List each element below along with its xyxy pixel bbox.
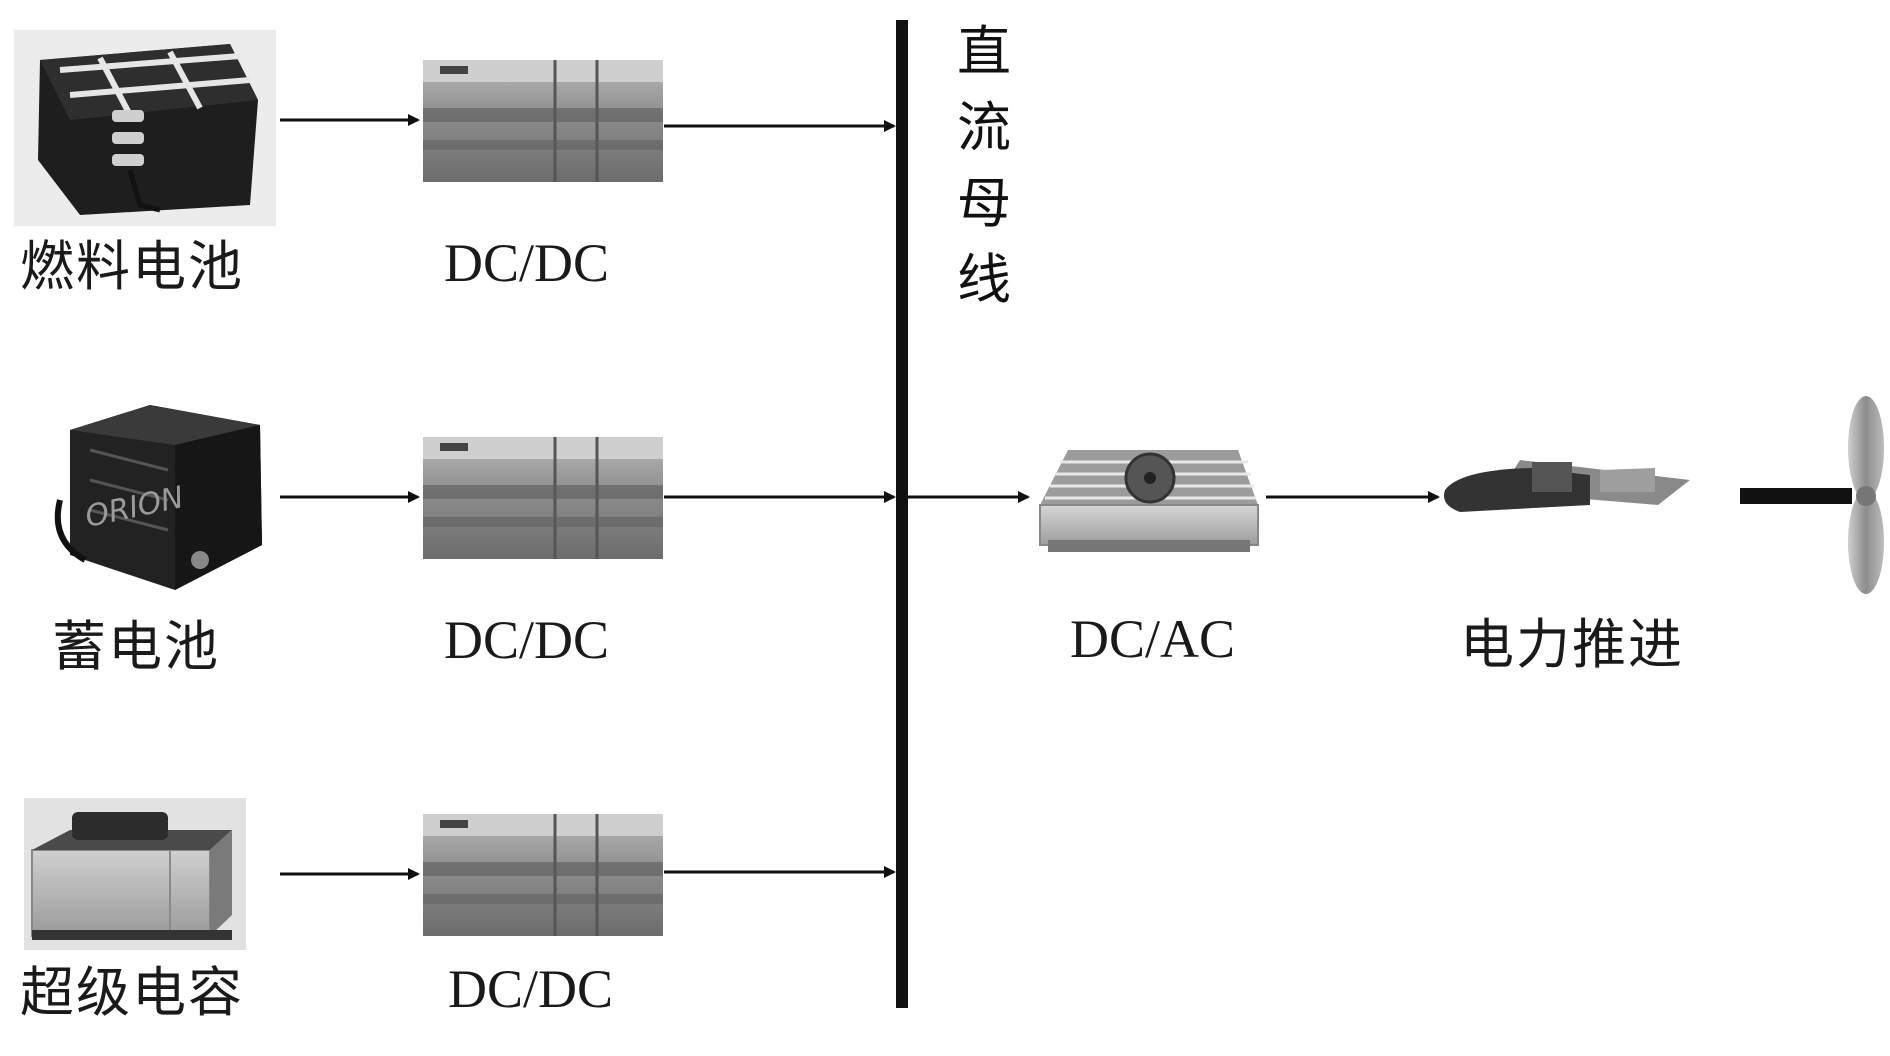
dc-bus-line [896, 20, 908, 1008]
dcdc-label-2: DC/DC [444, 610, 610, 670]
propulsion-motor-icon [1444, 460, 1690, 512]
supercapacitor-label: 超级电容 [20, 963, 244, 1023]
propulsion-label: 电力推进 [1460, 615, 1684, 675]
inverter-icon [1039, 450, 1259, 552]
dcdc-label-1: DC/DC [444, 233, 610, 293]
fuel-cell-stack-icon [14, 30, 276, 226]
supercapacitor-icon [24, 798, 246, 950]
battery-pack-icon: ORION [54, 405, 262, 590]
dc-dc-converter-icon [423, 814, 663, 936]
dc-dc-converter-icon [423, 437, 663, 559]
dc-bus-label: 直 流 母 线 [954, 14, 1014, 318]
dc-dc-converter-icon [423, 60, 663, 182]
flow-arrows [280, 114, 1440, 880]
dcdc-label-3: DC/DC [448, 959, 614, 1019]
fuel-cell-label: 燃料电池 [20, 237, 244, 297]
inverter-label: DC/AC [1070, 609, 1236, 669]
dc-bus-label-char: 直 [957, 22, 1011, 82]
dc-bus-label-char: 流 [957, 98, 1011, 158]
dc-bus-label-char: 线 [957, 250, 1011, 310]
dc-bus-label-char: 母 [957, 174, 1011, 234]
propeller-icon [1740, 396, 1884, 594]
battery-label: 蓄电池 [52, 617, 220, 677]
